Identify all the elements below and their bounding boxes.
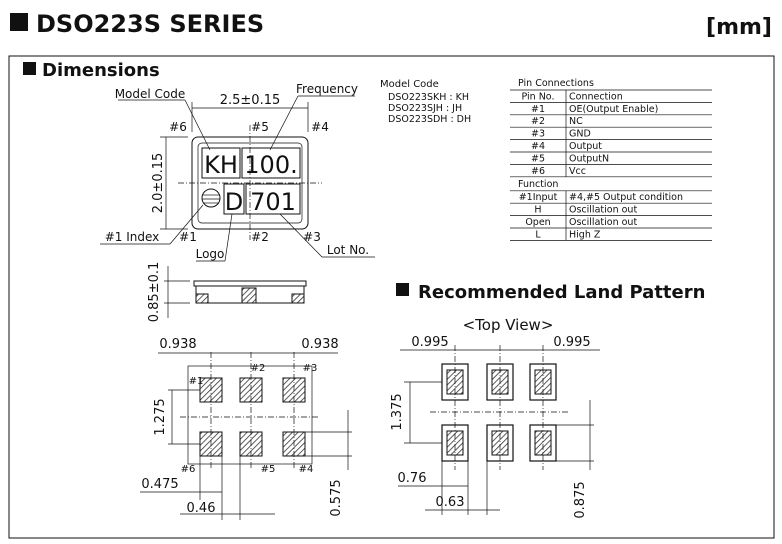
table-cell: Pin No. xyxy=(522,91,555,102)
table-cell: #6 xyxy=(531,166,545,177)
fp-pin-3: #3 xyxy=(303,363,318,374)
content-frame xyxy=(8,55,775,539)
lp-land-width: 0.76 xyxy=(398,471,427,486)
lp-land-height: 0.875 xyxy=(573,481,588,518)
pin-label-2: #2 xyxy=(251,230,269,244)
table-cell: #1 xyxy=(531,104,545,115)
fp-pad-width: 0.475 xyxy=(141,477,178,492)
logo-callout: Logo xyxy=(196,247,225,261)
lp-pitch-right: 0.995 xyxy=(553,335,590,350)
fp-pin-5: #5 xyxy=(261,464,276,475)
device-footprint xyxy=(140,352,352,520)
lp-pitch-left: 0.995 xyxy=(411,335,448,350)
table-cell: Oscillation out xyxy=(569,217,637,228)
unit-label: [mm] xyxy=(706,15,772,40)
device-side-view xyxy=(164,266,307,318)
pin-label-1: #1 xyxy=(179,230,197,244)
page-title: DSO223S SERIES xyxy=(36,10,264,38)
table-cell: Oscillation out xyxy=(569,205,637,216)
pin-label-4: #4 xyxy=(311,120,329,134)
lp-row-pitch: 1.375 xyxy=(390,393,405,430)
pin-label-6: #6 xyxy=(169,120,187,134)
model-code-item: DSO223SJH : JH xyxy=(388,103,462,114)
land-pattern-heading: Recommended Land Pattern xyxy=(418,282,705,303)
fp-pitch-right: 0.938 xyxy=(301,337,338,352)
lot-callout: Lot No. xyxy=(327,243,369,257)
table-cell: Connection xyxy=(569,91,623,102)
dimensions-heading: Dimensions xyxy=(42,60,160,81)
fp-pad-height: 0.575 xyxy=(329,479,344,516)
fp-row-pitch: 1.275 xyxy=(153,398,168,435)
table-cell: #4,#5 Output condition xyxy=(569,192,683,203)
model-code-item: DSO223SKH : KH xyxy=(388,92,469,103)
model-code-title: Model Code xyxy=(380,79,439,90)
table-cell: #5 xyxy=(531,153,545,164)
thickness-dimension: 0.85±0.1 xyxy=(147,262,162,323)
height-dimension: 2.0±0.15 xyxy=(151,153,166,214)
marking-lot: 701 xyxy=(250,188,296,216)
table-cell: NC xyxy=(569,116,583,127)
pin-label-3: #3 xyxy=(303,230,321,244)
table-cell: #4 xyxy=(531,141,545,152)
table-cell: OE(Output Enable) xyxy=(569,104,658,115)
fp-pad-gap: 0.46 xyxy=(187,501,216,516)
device-top-view: KH 100. D 701 xyxy=(178,125,322,240)
fp-pin-1: #1 xyxy=(189,376,204,387)
fp-pin-4: #4 xyxy=(299,464,314,475)
table-cell: High Z xyxy=(569,229,601,240)
table-cell: OutputN xyxy=(569,153,609,164)
fp-pin-2: #2 xyxy=(251,363,266,374)
table-cell: L xyxy=(535,229,541,240)
pin-label-5: #5 xyxy=(251,120,269,134)
lp-land-gap: 0.63 xyxy=(436,495,465,510)
fp-pitch-left: 0.938 xyxy=(159,337,196,352)
index-callout: #1 Index xyxy=(105,230,160,244)
index-mark-icon xyxy=(201,188,221,208)
marking-model-code: KH xyxy=(204,151,238,179)
model-code-item: DSO223SDH : DH xyxy=(388,114,471,125)
table-cell: Open xyxy=(525,217,550,228)
table-cell: #2 xyxy=(531,116,545,127)
table-cell: #3 xyxy=(531,129,545,140)
table-cell: Vcc xyxy=(569,166,586,177)
pin-connections-title: Pin Connections xyxy=(518,78,594,89)
model-code-callout: Model Code xyxy=(115,87,186,101)
land-pattern-drawing xyxy=(398,345,600,515)
fp-pin-6: #6 xyxy=(181,464,196,475)
table-cell: GND xyxy=(569,129,591,140)
title-square-icon xyxy=(10,13,28,31)
marking-logo: D xyxy=(225,188,243,216)
section-square-icon xyxy=(23,62,36,75)
width-dimension: 2.5±0.15 xyxy=(220,93,281,108)
frequency-callout: Frequency xyxy=(296,82,358,96)
function-title: Function xyxy=(518,179,558,190)
table-cell: Output xyxy=(569,141,602,152)
table-cell: #1Input xyxy=(519,192,558,203)
top-view-label: <Top View> xyxy=(463,316,554,334)
table-cell: H xyxy=(534,205,541,216)
section-square-icon xyxy=(396,283,409,296)
marking-frequency: 100. xyxy=(244,151,297,179)
